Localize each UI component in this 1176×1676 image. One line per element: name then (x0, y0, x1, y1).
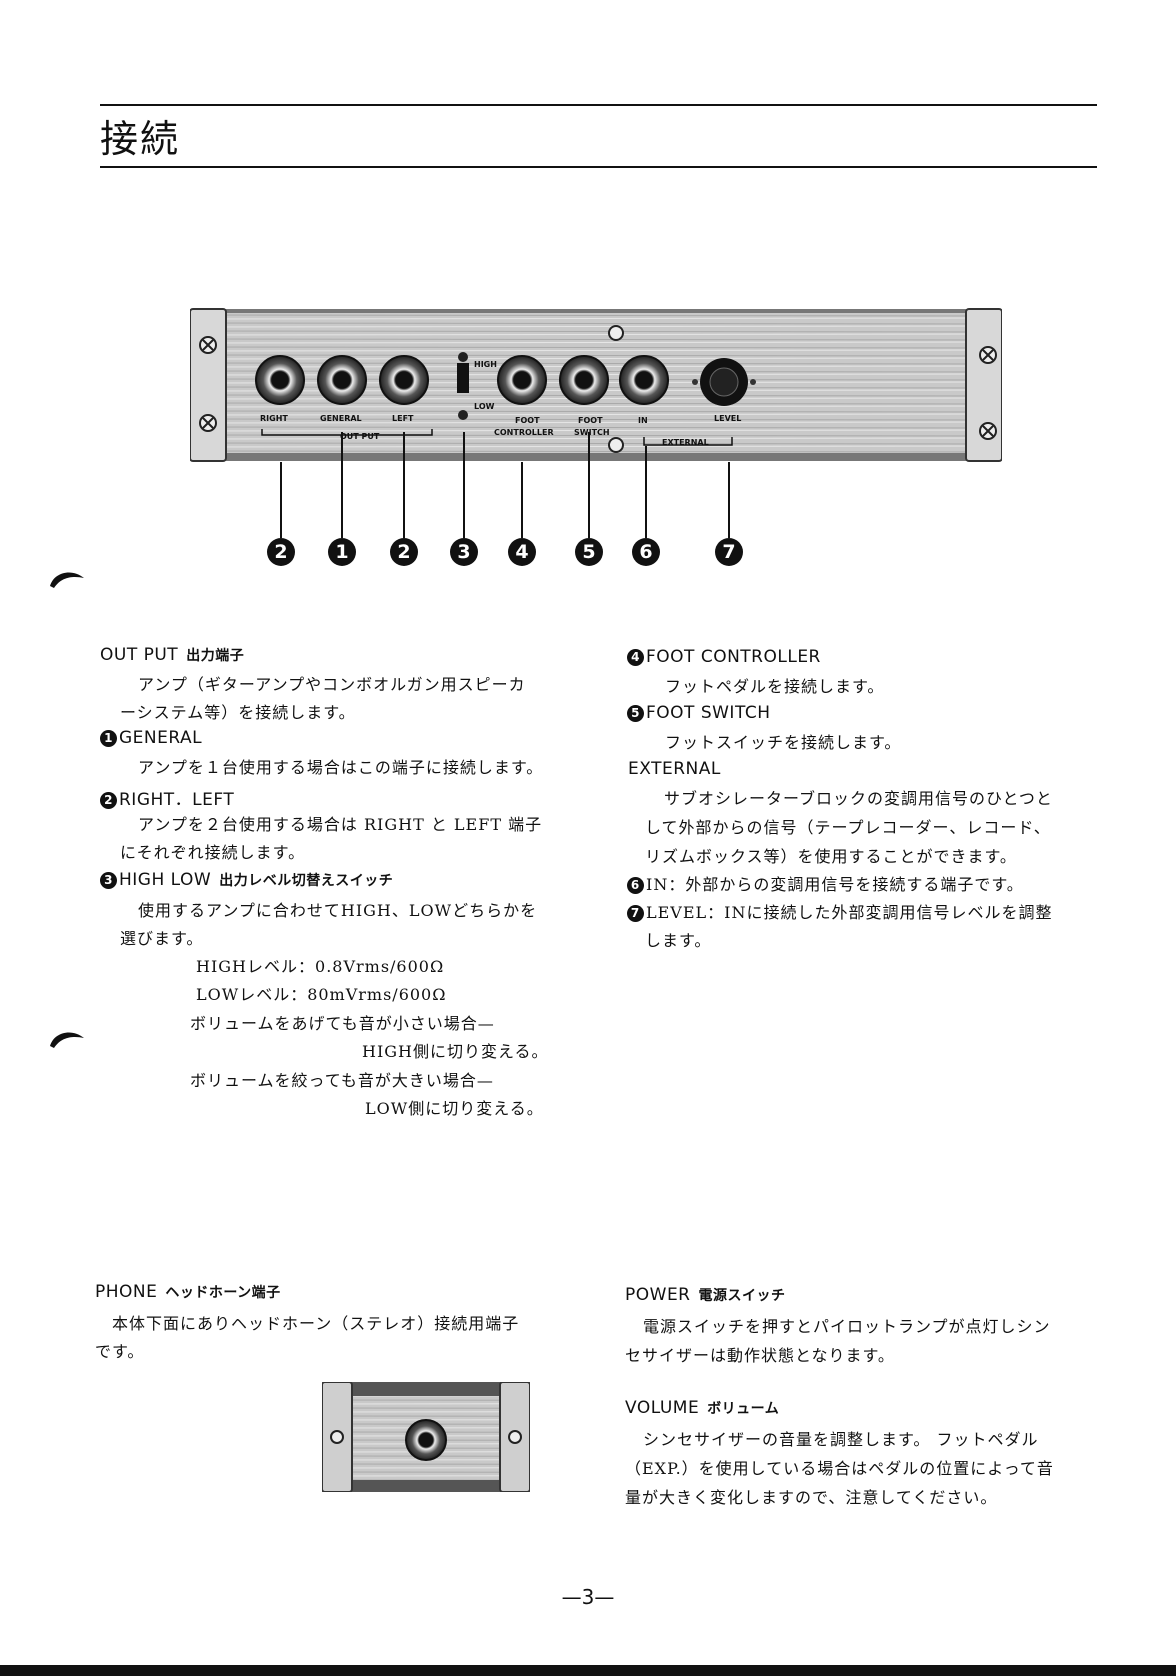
foot-switch-desc: フットスイッチを接続します。 (665, 733, 902, 752)
leader-line (463, 432, 465, 538)
label-output: OUT PUT (340, 432, 380, 441)
foot-controller-heading-text: FOOT CONTROLLER (646, 647, 821, 667)
phone-desc-2: です。 (95, 1342, 145, 1361)
callout-7: 7 (715, 538, 743, 566)
note-1b: HIGH側に切り変える。 (362, 1042, 549, 1061)
volume-heading: VOLUME ボリューム (625, 1398, 779, 1418)
right-left-desc-1: アンプを２台使用する場合は RIGHT と LEFT 端子 (138, 815, 543, 834)
level-text-2: します。 (645, 931, 712, 950)
leader-line (403, 432, 405, 538)
external-desc-3: リズムボックス等）を使用することができます。 (645, 847, 1017, 866)
bullet-3: 3 (100, 871, 117, 889)
bullet-1: 1 (100, 729, 117, 747)
bullet-4: 4 (627, 648, 644, 666)
callout-3: 3 (450, 538, 478, 566)
note-2b: LOW側に切り変える。 (365, 1099, 544, 1118)
power-heading-en: POWER (625, 1285, 691, 1305)
right-left-desc-2: にそれぞれ接続します。 (120, 843, 306, 862)
leader-line (728, 462, 730, 538)
phone-jack-illustration (321, 1381, 531, 1493)
label-right: RIGHT (260, 414, 288, 423)
punch-mark-icon (50, 1032, 84, 1048)
label-foot: FOOT (515, 416, 540, 425)
label-level: LEVEL (714, 414, 741, 423)
output-desc-1: アンプ（ギターアンプやコンボオルガン用スピーカ (138, 675, 526, 694)
leader-line (588, 432, 590, 538)
page-number: —3— (561, 1585, 615, 1609)
callout-1: 1 (328, 538, 356, 566)
power-heading-jp: 電源スイッチ (698, 1288, 786, 1304)
external-desc-1: サブオシレーターブロックの変調用信号のひとつと (664, 789, 1053, 808)
label-high: HIGH (474, 360, 497, 369)
note-2a: ボリュームを絞っても音が大きい場合— (190, 1071, 494, 1090)
volume-heading-jp: ボリューム (707, 1401, 780, 1417)
label-left: LEFT (392, 414, 414, 423)
high-low-desc-2: 選びます。 (120, 929, 204, 948)
phone-heading-en: PHONE (95, 1282, 158, 1302)
callout-6: 6 (632, 538, 660, 566)
right-left-heading-text: RIGHT．LEFT (119, 790, 235, 810)
note-1a: ボリュームをあげても音が小さい場合— (190, 1014, 495, 1033)
leader-line (341, 432, 343, 538)
output-heading: OUT PUT 出力端子 (100, 645, 244, 665)
general-desc: アンプを１台使用する場合はこの端子に接続します。 (138, 758, 544, 777)
phone-heading-jp: ヘッドホーン端子 (165, 1285, 281, 1301)
output-heading-en: OUT PUT (100, 645, 179, 665)
title-underline (100, 166, 1097, 168)
label-controller: CONTROLLER (494, 428, 554, 437)
label-switch: SWITCH (574, 428, 610, 437)
power-heading: POWER 電源スイッチ (625, 1285, 786, 1305)
low-level-spec: LOWレベル：80mVrms/600Ω (196, 985, 447, 1004)
leader-line (521, 462, 523, 538)
label-general: GENERAL (320, 414, 362, 423)
callout-2-right: 2 (267, 538, 295, 566)
bullet-5: 5 (627, 704, 644, 722)
callout-2-left: 2 (390, 538, 418, 566)
power-desc-2: セサイザーは動作状態となります。 (625, 1346, 895, 1365)
volume-desc-1: シンセサイザーの音量を調整します。 フットペダル (643, 1430, 1039, 1449)
output-desc-2: ーシステム等）を接続します。 (120, 703, 356, 722)
callout-5: 5 (575, 538, 603, 566)
general-heading-text: GENERAL (119, 728, 203, 748)
power-desc-1: 電源スイッチを押すとパイロットランプが点灯しシン (643, 1317, 1051, 1336)
in-text-content: IN：外部からの変調用信号を接続する端子です。 (646, 875, 1024, 894)
label-low: LOW (474, 402, 495, 411)
high-low-heading-text: HIGH LOW (119, 870, 212, 890)
volume-heading-en: VOLUME (625, 1398, 700, 1418)
label-in: IN (638, 416, 648, 425)
output-heading-jp: 出力端子 (186, 648, 245, 664)
high-low-desc-1: 使用するアンプに合わせてHIGH、LOWどちらかを (138, 901, 538, 920)
punch-mark-icon (50, 572, 84, 588)
bullet-7: 7 (627, 905, 644, 922)
volume-desc-2: （EXP.）を使用している場合はペダルの位置によって音 (625, 1459, 1054, 1478)
high-low-heading-jp: 出力レベル切替えスイッチ (219, 873, 394, 889)
callout-4: 4 (508, 538, 536, 566)
phone-desc-1: 本体下面にありヘッドホーン（ステレオ）接続用端子 (112, 1314, 520, 1333)
bottom-bar (0, 1665, 1176, 1676)
foot-controller-desc: フットペダルを接続します。 (665, 677, 885, 696)
label-external: EXTERNAL (662, 438, 709, 447)
external-heading: EXTERNAL (628, 759, 721, 779)
rear-panel-illustration: RIGHT GENERAL LEFT OUT PUT HIGH LOW FOOT… (189, 305, 1003, 465)
volume-desc-3: 量が大きく変化しますので、注意してください。 (625, 1488, 998, 1507)
bullet-2: 2 (100, 791, 117, 809)
level-text-content: LEVEL：INに接続した外部変調用信号レベルを調整 (646, 903, 1053, 922)
leader-line (645, 446, 647, 538)
external-desc-2: して外部からの信号（テープレコーダー、レコード、 (645, 818, 1051, 837)
leader-line (280, 462, 282, 538)
bullet-6: 6 (627, 877, 644, 894)
label-foot-switch: FOOT (578, 416, 603, 425)
page-title: 接続 (100, 117, 181, 161)
top-rule (100, 104, 1097, 106)
phone-heading: PHONE ヘッドホーン端子 (95, 1282, 281, 1302)
high-level-spec: HIGHレベル：0.8Vrms/600Ω (196, 957, 445, 976)
foot-switch-heading-text: FOOT SWITCH (646, 703, 771, 723)
